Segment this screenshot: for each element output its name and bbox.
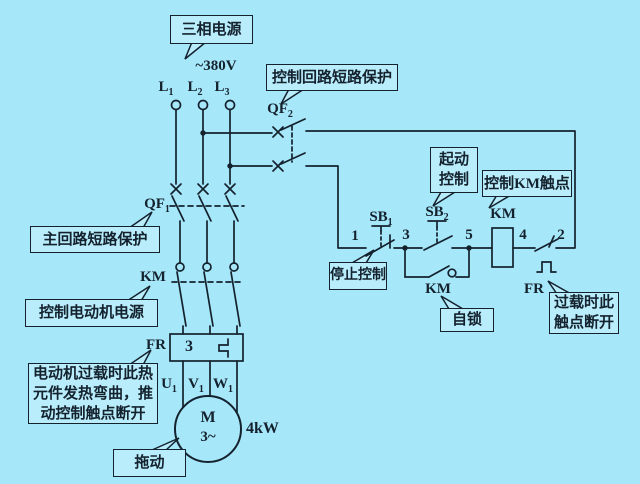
fr-thermal-relay-symbol — [169, 333, 244, 414]
motor-circle — [174, 395, 242, 463]
overload-open-text-line2: 触点断开 — [553, 315, 614, 331]
stop-control-callout: 停止控制 — [329, 262, 387, 290]
km-coil-symbol — [491, 227, 514, 268]
km-coil-label: KM — [490, 206, 516, 222]
sb1-label: SB1 — [369, 209, 393, 228]
control-motor-power-text: 控制电动机电源 — [38, 305, 144, 321]
drive-text: 拖动 — [134, 455, 165, 471]
v1-label: V1 — [188, 376, 204, 395]
self-lock-callout: 自锁 — [440, 308, 494, 332]
thermal-overload-text-line1: 电动机过载时此热 — [32, 365, 153, 382]
u1-label: U1 — [161, 376, 177, 395]
start-control-text-line1: 起动 — [438, 152, 469, 168]
qf2-breaker-symbol — [272, 118, 576, 249]
thermal-overload-callout: 电动机过载时此热 元件发热弯曲，推 动控制触点断开 — [28, 363, 158, 424]
node1-label: 1 — [351, 228, 359, 244]
control-km-contact-text: 控制KM触点 — [484, 175, 570, 192]
fr-contact-symbol — [534, 235, 559, 273]
node4-label: 4 — [519, 227, 527, 243]
motor-letter-label: M — [200, 409, 216, 426]
km-aux-label: KM — [425, 281, 451, 297]
motor-phase-label: 3~ — [200, 429, 216, 445]
three-phase-supply-callout: 三相电源 — [170, 15, 253, 44]
main-short-protection-text: 主回路短路保护 — [42, 231, 148, 248]
fr-control-label: FR — [524, 281, 544, 297]
qf1-breaker-symbol — [169, 183, 245, 264]
fr-main-label: FR — [146, 337, 166, 353]
control-circuit-symbols — [365, 220, 559, 278]
km-main-contacts-symbol — [171, 262, 245, 335]
terminal-l3 — [224, 99, 236, 111]
three-phase-callout-tail — [184, 41, 209, 60]
node5-label: 5 — [465, 227, 473, 243]
l1-label: L1 — [158, 79, 174, 98]
motor-power-label: 4kW — [246, 420, 279, 437]
km-aux-contact-symbol — [404, 247, 470, 278]
w1-label: W1 — [213, 376, 233, 395]
sb1-stop-button-symbol — [365, 225, 395, 257]
drive-callout: 拖动 — [113, 449, 186, 477]
km-main-label: KM — [140, 269, 166, 285]
start-control-text-line2: 控制 — [438, 172, 469, 188]
three-phase-supply-text: 三相电源 — [181, 21, 242, 38]
terminal-l2 — [197, 99, 209, 111]
fr-elements-count: 3 — [185, 338, 193, 355]
control-km-contact-callout: 控制KM触点 — [482, 170, 572, 197]
thermal-overload-text-line2: 元件发热弯曲，推 — [32, 385, 153, 402]
control-motor-power-callout: 控制电动机电源 — [25, 299, 158, 327]
start-control-callout: 起动 控制 — [430, 147, 478, 193]
control-short-protection-text: 控制回路短路保护 — [271, 69, 392, 86]
terminal-l1 — [170, 99, 182, 111]
sb2-start-button-symbol — [423, 220, 453, 251]
control-short-protection-callout: 控制回路短路保护 — [266, 64, 398, 91]
self-lock-text: 自锁 — [451, 312, 482, 328]
l3-label: L3 — [214, 79, 230, 98]
node2-label: 2 — [557, 227, 565, 243]
main-short-protection-callout: 主回路短路保护 — [30, 226, 160, 253]
node3-label: 3 — [402, 227, 410, 243]
sb2-label: SB2 — [425, 204, 449, 223]
supply-terminals — [170, 99, 273, 185]
l2-label: L2 — [187, 79, 203, 98]
voltage-label: ~380V — [195, 58, 237, 74]
qf1-label: QF1 — [144, 196, 170, 215]
qf2-label: QF2 — [267, 101, 293, 120]
thermal-overload-text-line3: 动控制触点断开 — [40, 405, 146, 422]
overload-open-text-line1: 过载时此 — [553, 295, 614, 311]
stop-control-text: 停止控制 — [330, 268, 386, 283]
overload-open-callout: 过载时此 触点断开 — [549, 292, 619, 334]
